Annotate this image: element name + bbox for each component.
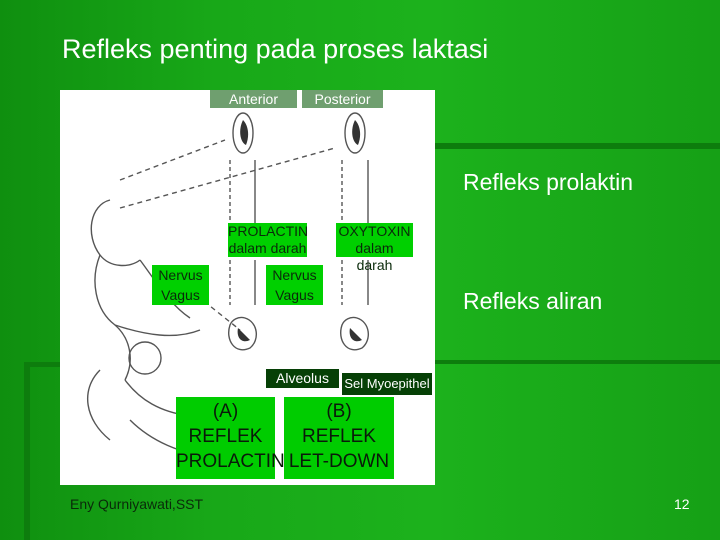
- nervus-vagus-left-line-2: Vagus: [152, 285, 209, 305]
- refleks-aliran-text: Refleks aliran: [463, 288, 602, 315]
- reflek-let-down-box: (B) REFLEK LET-DOWN: [284, 397, 394, 479]
- alveolus-label: Alveolus: [266, 369, 339, 388]
- page-number: 12: [674, 496, 690, 512]
- reflek-a-line-3: PROLACTIN: [176, 449, 275, 474]
- nervus-vagus-right-line-2: Vagus: [266, 285, 323, 305]
- decor-line: [435, 360, 720, 364]
- oxytoxin-in-blood-label: OXYTOXIN dalam darah: [336, 223, 413, 257]
- sel-myoepithel-label: Sel Myoepithel: [342, 373, 432, 395]
- footer-author: Eny Qurniyawati,SST: [70, 496, 203, 512]
- nervus-vagus-left-line-1: Nervus: [152, 265, 209, 285]
- decor-line: [435, 143, 720, 149]
- oxytoxin-line-1: OXYTOXIN: [336, 223, 413, 240]
- anterior-label: Anterior: [210, 90, 297, 108]
- nervus-vagus-right-label: Nervus Vagus: [266, 265, 323, 305]
- reflek-b-line-3: LET-DOWN: [284, 449, 394, 474]
- decor-line: [24, 362, 30, 540]
- reflek-b-line-1: (B): [284, 399, 394, 424]
- prolactin-line-1: PROLACTIN: [228, 223, 307, 240]
- nervus-vagus-right-line-1: Nervus: [266, 265, 323, 285]
- prolactin-line-2: dalam darah: [228, 240, 307, 257]
- nervus-vagus-left-label: Nervus Vagus: [152, 265, 209, 305]
- reflek-prolactin-box: (A) REFLEK PROLACTIN: [176, 397, 275, 479]
- oxytoxin-line-2: dalam darah: [336, 240, 413, 274]
- reflek-b-line-2: REFLEK: [284, 424, 394, 449]
- prolactin-in-blood-label: PROLACTIN dalam darah: [228, 223, 307, 257]
- slide-title: Refleks penting pada proses laktasi: [62, 34, 488, 65]
- refleks-prolaktin-text: Refleks prolaktin: [463, 169, 633, 196]
- reflek-a-line-2: REFLEK: [176, 424, 275, 449]
- decor-line: [24, 362, 64, 367]
- posterior-label: Posterior: [302, 90, 383, 108]
- reflek-a-line-1: (A): [176, 399, 275, 424]
